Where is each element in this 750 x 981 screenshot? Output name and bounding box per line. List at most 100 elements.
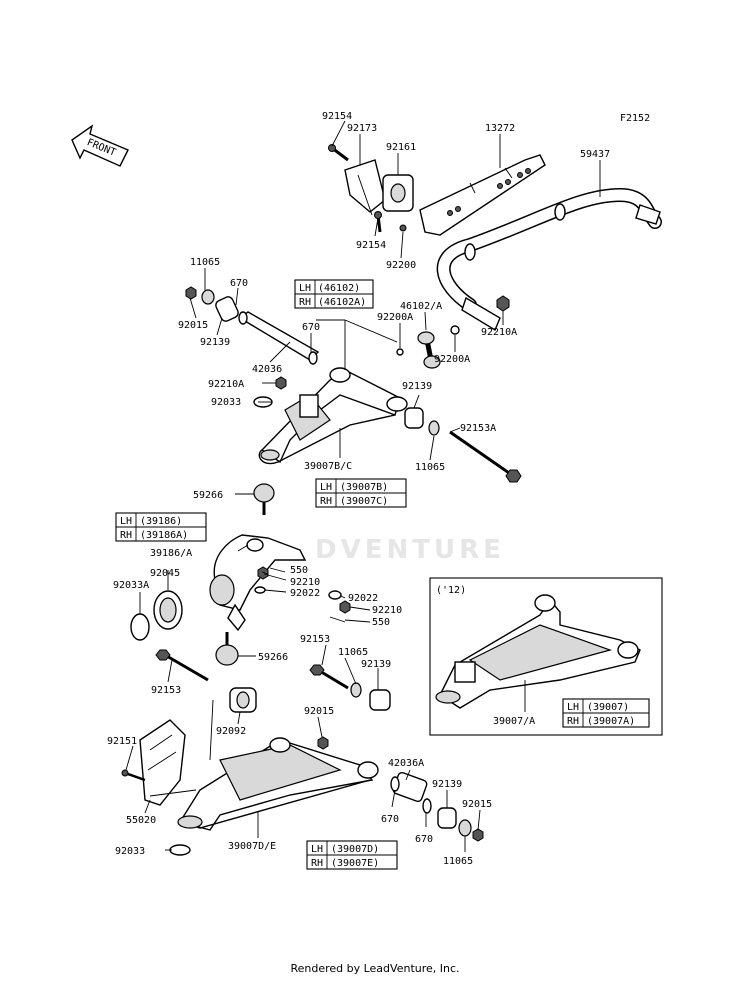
bolt-92154-top [328, 144, 349, 162]
leader-lines [125, 120, 601, 852]
label-42036: 42036 [252, 364, 282, 375]
label-92015-mid: 92015 [304, 706, 334, 717]
washer-92200A-a [396, 348, 404, 356]
label-92210-b: 92210 [372, 605, 402, 616]
nut-92015-lower [472, 828, 484, 842]
label-92154-lower: 92154 [356, 240, 386, 251]
svg-text:(46102): (46102) [318, 283, 360, 294]
watermark-text: DVENTURE [315, 535, 505, 565]
bolt-92153-left [155, 649, 209, 682]
svg-text:(39007): (39007) [587, 702, 629, 713]
oring-670-a [238, 311, 248, 325]
table-39007DE: LH (39007D) RH (39007E) [306, 840, 398, 870]
washer-92022-a [254, 586, 266, 594]
svg-text:(39007A): (39007A) [587, 716, 635, 727]
label-92200A-b: 92200A [434, 354, 470, 365]
nut-92015-mid [317, 736, 329, 750]
svg-text:RH: RH [311, 858, 323, 869]
svg-text:LH: LH [567, 702, 579, 713]
circlip-92033A [130, 613, 150, 641]
label-11065-lower: 11065 [443, 856, 473, 867]
nut-92210-a [257, 566, 269, 580]
svg-text:LH: LH [320, 482, 332, 493]
inset-year-label: ('12) [436, 585, 466, 596]
cotter-pin-550-a [269, 567, 286, 573]
stabilizer-link-46102 [417, 331, 441, 369]
label-670-d: 670 [415, 834, 433, 845]
front-arrow-icon: FRONT [71, 124, 129, 167]
label-11065-upper-left: 11065 [190, 257, 220, 268]
stabilizer-bracket-13272 [419, 154, 546, 236]
label-92153-left: 92153 [151, 685, 181, 696]
table-39186: LH (39186) RH (39186A) [115, 512, 207, 542]
label-92033-upper: 92033 [211, 397, 241, 408]
label-550-a: 550 [290, 565, 308, 576]
label-92139-lower: 92139 [432, 779, 462, 790]
label-92015-lower: 92015 [462, 799, 492, 810]
bolt-92154-lower [374, 211, 382, 233]
svg-text:LH: LH [311, 844, 323, 855]
clip-92033-lower [169, 844, 191, 856]
label-92151: 92151 [107, 736, 137, 747]
label-92161: 92161 [386, 142, 416, 153]
washer-92200A-b [450, 325, 460, 335]
bearing-92045 [153, 590, 183, 630]
svg-text:(39186A): (39186A) [140, 530, 188, 541]
label-92022-b: 92022 [348, 593, 378, 604]
upper-a-arm-39007BC [258, 367, 408, 465]
svg-text:RH: RH [567, 716, 579, 727]
label-92173: 92173 [347, 123, 377, 134]
label-92139-upper-right: 92139 [402, 381, 432, 392]
label-39007BC: 39007B/C [304, 461, 352, 472]
label-92092: 92092 [216, 726, 246, 737]
lower-a-arm-39007DE [177, 737, 379, 831]
svg-text:(39007C): (39007C) [340, 496, 388, 507]
label-92033A: 92033A [113, 580, 149, 591]
label-39007A: 39007/A [493, 716, 535, 727]
label-92022-a: 92022 [290, 588, 320, 599]
collar-11065-upper-right [428, 420, 440, 436]
footer-credit: Rendered by LeadVenture, Inc. [290, 962, 460, 975]
label-42036A: 42036A [388, 758, 424, 769]
washer-92200 [399, 224, 407, 232]
label-46102A: 46102/A [400, 301, 442, 312]
oring-670-b [308, 351, 318, 365]
bolt-92153-right [309, 664, 349, 690]
stabilizer-bushing-92161 [382, 174, 414, 212]
nut-92210-b [339, 600, 351, 614]
collar-11065-upper-left [201, 289, 215, 305]
svg-text:RH: RH [320, 496, 332, 507]
svg-text:(39007B): (39007B) [340, 482, 388, 493]
label-92153A: 92153A [460, 423, 496, 434]
bushing-92139-lower [437, 807, 457, 829]
label-670-c: 670 [381, 814, 399, 825]
label-92153-right: 92153 [300, 634, 330, 645]
label-92154-top: 92154 [322, 111, 352, 122]
label-59266-lower: 59266 [258, 652, 288, 663]
label-92210A-right: 92210A [481, 327, 517, 338]
washer-92022-b [328, 590, 342, 600]
label-92200A-a: 92200A [377, 312, 413, 323]
bushing-92139-upper-left [215, 296, 239, 322]
label-670-b: 670 [302, 322, 320, 333]
ball-joint-59266-lower [215, 632, 239, 666]
svg-text:(46102A): (46102A) [318, 297, 366, 308]
label-13272: 13272 [485, 123, 515, 134]
label-39186A: 39186/A [150, 548, 192, 559]
part-labels: 92154 92173 92161 13272 59437 92154 9220… [107, 111, 610, 867]
svg-text:LH: LH [299, 283, 311, 294]
svg-text:(39186): (39186) [140, 516, 182, 527]
label-59266-upper: 59266 [193, 490, 223, 501]
svg-text:RH: RH [120, 530, 132, 541]
cotter-pin-550-b [329, 616, 346, 623]
collar-11065-mid [350, 682, 362, 698]
table-39007BC: LH (39007B) RH (39007C) [315, 478, 407, 508]
label-39007DE: 39007D/E [228, 841, 276, 852]
nut-92210A-right [496, 295, 510, 312]
diagram-code: F2152 [620, 113, 650, 124]
label-92210A-upper: 92210A [208, 379, 244, 390]
ball-joint-59266-upper [253, 483, 275, 515]
oring-670-d [422, 798, 432, 814]
label-550-b: 550 [372, 617, 390, 628]
